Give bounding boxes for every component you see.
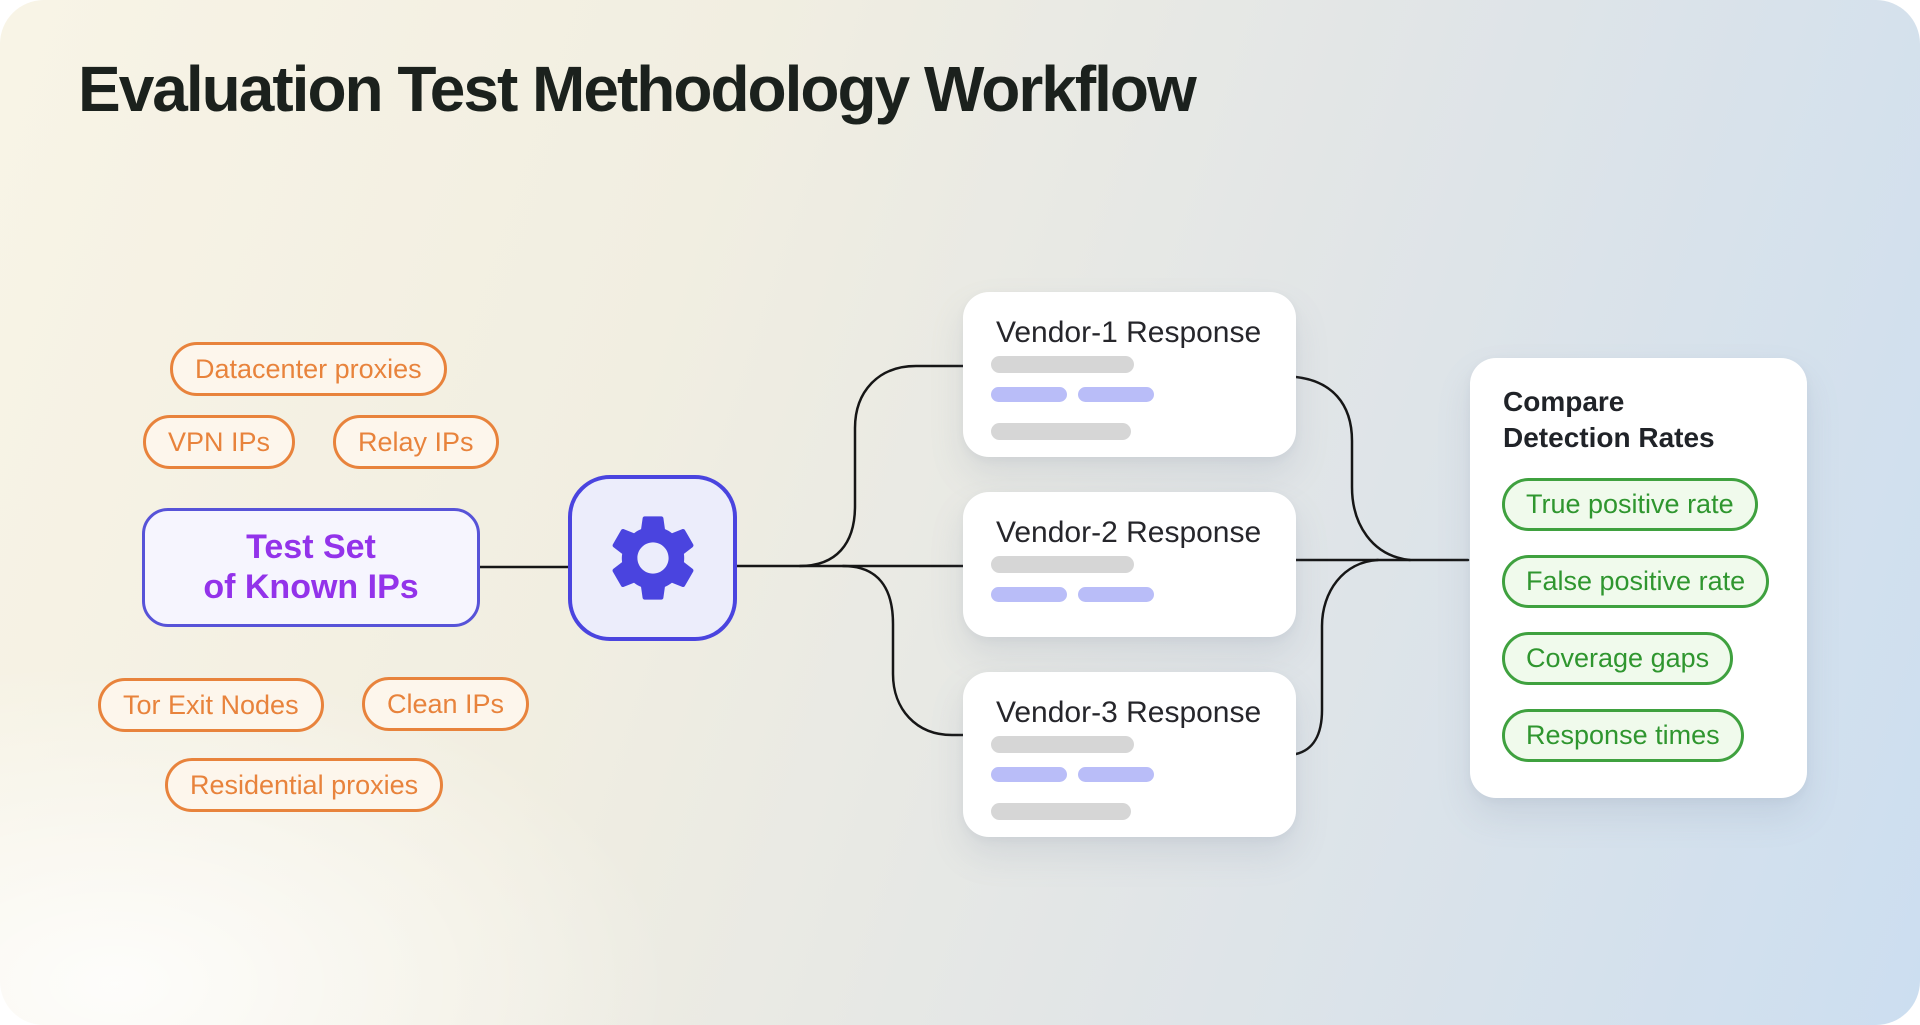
- metric-false-positive-rate: False positive rate: [1502, 555, 1770, 608]
- metric-response-times: Response times: [1502, 709, 1744, 762]
- pill-clean-ips: Clean IPs: [362, 677, 530, 731]
- metric-true-positive-rate: True positive rate: [1502, 478, 1758, 531]
- placeholder-bar: [991, 423, 1131, 440]
- processor-node: [568, 475, 737, 641]
- test-set-label-line1: Test Set: [246, 528, 376, 567]
- vendor-3-response-card: Vendor-3 Response: [963, 672, 1296, 837]
- pill-label: Datacenter proxies: [195, 353, 422, 384]
- pill-relay-ips: Relay IPs: [333, 415, 499, 469]
- pill-label: Residential proxies: [190, 769, 419, 800]
- placeholder-bar: [991, 356, 1134, 373]
- test-set-label-line2: of Known IPs: [203, 567, 419, 606]
- pill-label: Relay IPs: [358, 426, 474, 457]
- placeholder-bar: [991, 587, 1067, 602]
- compare-card-title: Compare Detection Rates: [1503, 386, 1715, 453]
- test-set-node: Test Set of Known IPs: [142, 508, 480, 627]
- placeholder-bar: [991, 767, 1067, 782]
- pill-label: Clean IPs: [387, 688, 505, 719]
- metric-label: True positive rate: [1526, 489, 1734, 519]
- vendor-2-response-card: Vendor-2 Response: [963, 492, 1296, 637]
- pill-vpn-ips: VPN IPs: [143, 415, 296, 469]
- connector-vendor-1-to-compare: [1294, 375, 1412, 562]
- page-title: Evaluation Test Methodology Workflow: [78, 53, 1197, 125]
- vendor-card-title: Vendor-3 Response: [996, 696, 1262, 729]
- compare-detection-rates-card: Compare Detection Rates True positive ra…: [1470, 358, 1807, 798]
- vendor-card-title: Vendor-2 Response: [996, 516, 1262, 549]
- metric-label: Response times: [1526, 720, 1720, 750]
- placeholder-bar: [1078, 587, 1154, 602]
- pill-residential-proxies: Residential proxies: [165, 758, 444, 812]
- placeholder-bar: [1078, 387, 1154, 402]
- vendor-card-title: Vendor-1 Response: [996, 316, 1262, 349]
- pill-datacenter-proxies: Datacenter proxies: [170, 342, 447, 396]
- connector-gear-to-vendor-1: [798, 364, 967, 568]
- connector-gear-to-vendor-3: [841, 564, 967, 737]
- placeholder-bar: [991, 736, 1134, 753]
- metric-coverage-gaps: Coverage gaps: [1502, 632, 1734, 685]
- pill-label: Tor Exit Nodes: [123, 689, 299, 720]
- pill-tor-exit-nodes: Tor Exit Nodes: [98, 678, 324, 732]
- pill-label: VPN IPs: [168, 426, 271, 457]
- gear-icon: [612, 516, 693, 600]
- placeholder-bar: [991, 803, 1131, 820]
- placeholder-bar: [1078, 767, 1154, 782]
- placeholder-bar: [991, 387, 1067, 402]
- metric-label: False positive rate: [1526, 566, 1746, 596]
- vendor-1-response-card: Vendor-1 Response: [963, 292, 1296, 457]
- placeholder-bar: [991, 556, 1134, 573]
- connector-vendor-3-to-compare: [1294, 558, 1380, 756]
- metric-label: Coverage gaps: [1526, 643, 1710, 673]
